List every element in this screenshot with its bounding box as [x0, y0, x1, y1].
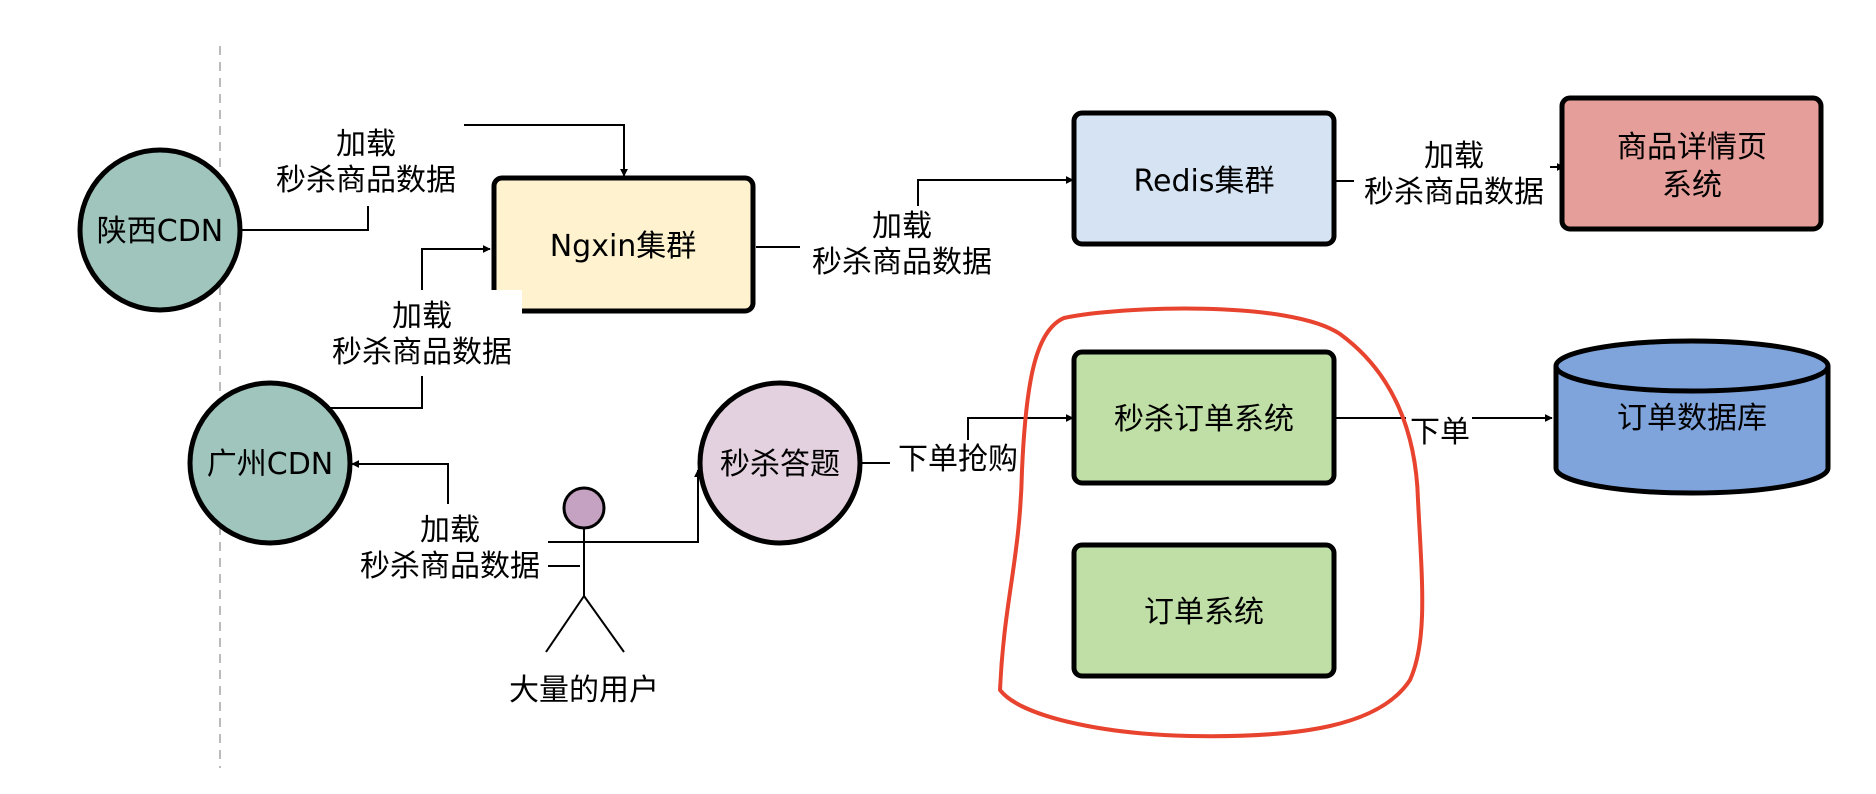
node-order-system-label: 订单系统 — [1144, 595, 1264, 630]
node-shaanxi-cdn-label: 陕西CDN — [97, 214, 224, 249]
edge-shaanxi-to-nginx — [240, 206, 369, 231]
node-order-database: 订单数据库 — [1553, 338, 1831, 496]
svg-text:下单抢购: 下单抢购 — [898, 442, 1018, 477]
node-nginx-label: Ngxin集群 — [550, 229, 697, 264]
edge-nginx-to-redis-upper — [917, 176, 1074, 206]
node-redis-cluster: Redis集群 — [1071, 110, 1337, 247]
svg-text:下单: 下单 — [1410, 415, 1470, 450]
svg-text:加载: 加载 — [872, 209, 932, 244]
svg-text:加载: 加载 — [1424, 139, 1484, 174]
label-nginx-to-redis: 加载 秒杀商品数据 — [800, 206, 1006, 292]
edge-shaanxi-to-nginx-top — [464, 124, 628, 177]
node-product-detail-line2: 系统 — [1662, 168, 1722, 203]
svg-text:加载: 加载 — [392, 299, 452, 334]
label-quiz-to-seckill: 下单抢购 — [890, 440, 1024, 482]
node-quiz-label: 秒杀答题 — [720, 447, 840, 482]
label-seckill-to-db: 下单 — [1406, 412, 1472, 454]
svg-text:秒杀商品数据: 秒杀商品数据 — [276, 163, 456, 198]
node-redis-label: Redis集群 — [1134, 164, 1275, 199]
label-guangzhou-to-nginx: 加载 秒杀商品数据 — [322, 290, 522, 376]
svg-text:加载: 加载 — [336, 127, 396, 162]
red-highlight-loop — [998, 306, 1425, 739]
svg-text:秒杀商品数据: 秒杀商品数据 — [812, 245, 992, 280]
svg-text:秒杀商品数据: 秒杀商品数据 — [360, 549, 540, 584]
node-seckill-order-label: 秒杀订单系统 — [1114, 402, 1294, 437]
label-redis-to-detail: 加载 秒杀商品数据 — [1354, 136, 1550, 222]
node-product-detail-line1: 商品详情页 — [1617, 130, 1767, 165]
user-stick-figure: 大量的用户 — [509, 486, 659, 708]
user-head-icon — [562, 486, 606, 530]
edge-users-to-guangzhou-upper — [351, 460, 449, 506]
edge-quiz-to-seckill-upper — [967, 414, 1074, 440]
svg-text:加载: 加载 — [420, 513, 480, 548]
node-nginx-cluster: Ngxin集群 — [491, 175, 756, 314]
node-product-detail: 商品详情页 系统 — [1559, 95, 1824, 232]
node-guangzhou-cdn-label: 广州CDN — [207, 447, 334, 482]
svg-text:秒杀商品数据: 秒杀商品数据 — [332, 335, 512, 370]
node-seckill-order-system: 秒杀订单系统 — [1071, 349, 1337, 486]
label-users-to-guangzhou: 加载 秒杀商品数据 — [352, 504, 548, 590]
edge-guangzhou-to-nginx — [330, 370, 423, 409]
users-label: 大量的用户 — [509, 673, 659, 708]
node-order-system: 订单系统 — [1071, 542, 1337, 679]
node-seckill-quiz: 秒杀答题 — [697, 380, 863, 546]
svg-text:秒杀商品数据: 秒杀商品数据 — [1364, 175, 1544, 210]
node-shaanxi-cdn: 陕西CDN — [77, 147, 243, 313]
label-shaanxi-to-nginx: 加载 秒杀商品数据 — [264, 118, 464, 204]
node-guangzhou-cdn: 广州CDN — [187, 380, 353, 546]
node-order-db-label: 订单数据库 — [1617, 401, 1767, 436]
